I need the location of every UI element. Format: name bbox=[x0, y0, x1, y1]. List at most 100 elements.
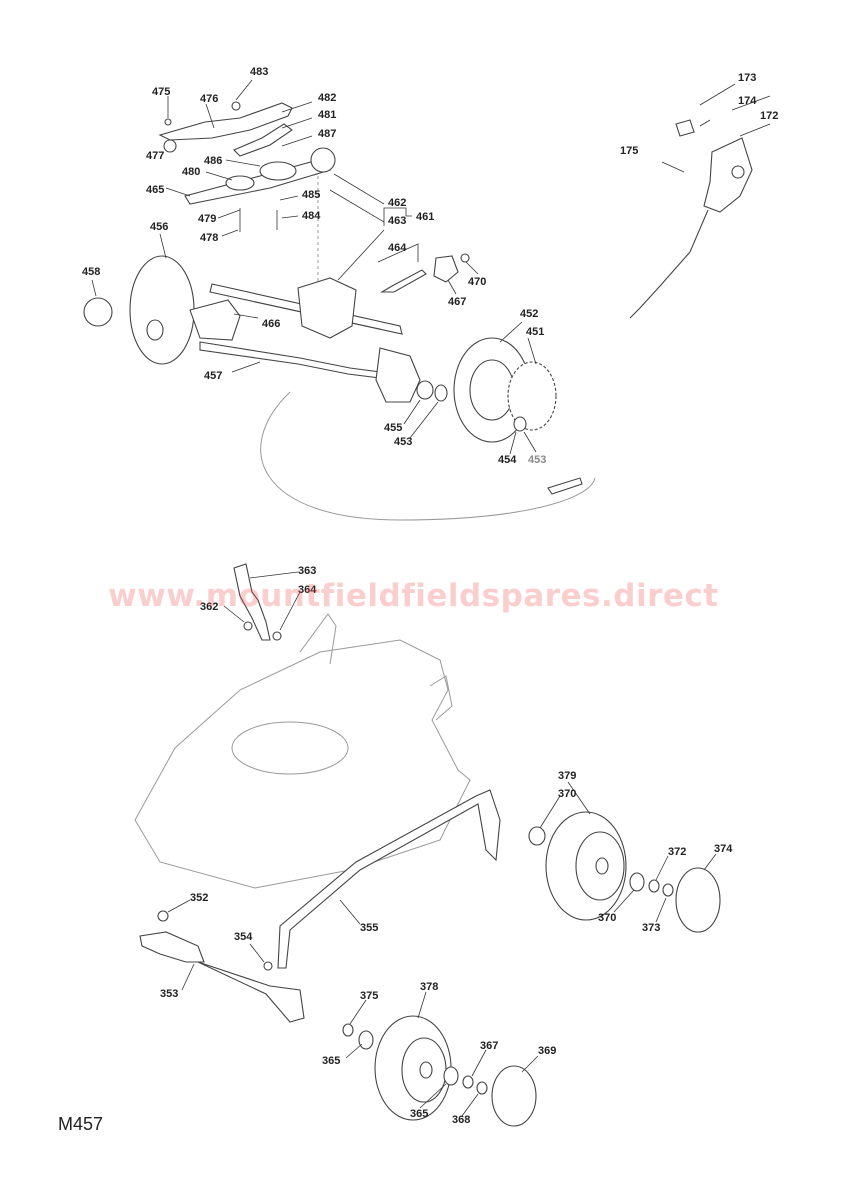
part-label-461: 461 bbox=[416, 211, 435, 223]
part-label-453: 453 bbox=[394, 436, 413, 448]
front-wheel-center bbox=[419, 1061, 433, 1079]
part-label-455: 455 bbox=[384, 422, 403, 434]
part-label-372: 372 bbox=[668, 846, 687, 858]
pivot-hole bbox=[731, 165, 745, 179]
pulley-480 bbox=[225, 175, 255, 191]
part-label-466: 466 bbox=[262, 318, 281, 330]
part-label-462: 462 bbox=[388, 197, 407, 209]
part-label-475: 475 bbox=[152, 86, 171, 98]
part-label-362: 362 bbox=[200, 601, 219, 613]
bracket-plate bbox=[158, 102, 293, 141]
nut-368 bbox=[476, 1081, 488, 1095]
control-lever-assembly bbox=[629, 83, 771, 319]
part-label-480: 480 bbox=[182, 166, 201, 178]
part-label-477: 477 bbox=[146, 150, 165, 162]
wheel-plate-hub bbox=[146, 319, 164, 341]
part-label-172: 172 bbox=[760, 110, 779, 122]
washer-372 bbox=[648, 879, 660, 893]
pinion-454 bbox=[513, 416, 527, 432]
rear-wheel-center bbox=[595, 857, 609, 875]
lever-rod-457 bbox=[199, 341, 381, 379]
part-label-370b: 370 bbox=[598, 912, 617, 924]
drive-cable bbox=[260, 391, 596, 521]
drive-assembly bbox=[83, 101, 596, 521]
link-rod-464 bbox=[380, 269, 427, 293]
rear-axle-355 bbox=[277, 789, 501, 969]
part-label-486: 486 bbox=[204, 155, 223, 167]
part-label-479: 479 bbox=[198, 213, 217, 225]
right-bracket bbox=[375, 347, 421, 403]
handle-lever-363 bbox=[233, 563, 271, 641]
part-label-364: 364 bbox=[298, 584, 317, 596]
part-label-175: 175 bbox=[620, 145, 639, 157]
part-label-467: 467 bbox=[448, 296, 467, 308]
part-label-464: 464 bbox=[388, 242, 407, 254]
bearing-370 bbox=[528, 826, 546, 846]
part-label-452: 452 bbox=[520, 308, 539, 320]
part-label-365b: 365 bbox=[410, 1108, 429, 1120]
cable-end bbox=[547, 477, 583, 495]
bearing-365b bbox=[443, 1066, 459, 1086]
part-label-369: 369 bbox=[538, 1045, 557, 1057]
part-label-458: 458 bbox=[82, 266, 101, 278]
bolt-475 bbox=[164, 118, 172, 126]
hubcap-369 bbox=[491, 1065, 537, 1127]
washer-375 bbox=[342, 1023, 354, 1037]
spring-353 bbox=[139, 931, 205, 963]
nut-352 bbox=[157, 910, 169, 922]
bush-453 bbox=[434, 384, 448, 402]
part-label-370: 370 bbox=[558, 788, 577, 800]
watermark: www.mountfieldfieldspares.direct bbox=[108, 578, 719, 614]
part-label-481: 481 bbox=[318, 109, 337, 121]
part-label-451: 451 bbox=[526, 326, 545, 338]
washer-367 bbox=[462, 1075, 474, 1089]
pulley-486 bbox=[259, 161, 297, 181]
pulley-487 bbox=[310, 147, 336, 173]
lever-cable bbox=[629, 209, 709, 319]
clip-467 bbox=[433, 255, 459, 283]
part-label-456: 456 bbox=[150, 221, 169, 233]
part-label-173: 173 bbox=[738, 72, 757, 84]
part-label-367: 367 bbox=[480, 1040, 499, 1052]
part-label-483: 483 bbox=[250, 66, 269, 78]
part-label-375: 375 bbox=[360, 990, 379, 1002]
part-label-465: 465 bbox=[146, 184, 165, 196]
clip-173 bbox=[675, 119, 695, 137]
leader-lines bbox=[91, 79, 717, 1117]
deck-motor-mount bbox=[231, 721, 349, 775]
part-label-378: 378 bbox=[420, 981, 439, 993]
bearing-365 bbox=[358, 1030, 374, 1050]
bolt-362 bbox=[243, 621, 253, 631]
wheel-plate-456 bbox=[129, 255, 195, 365]
part-label-482: 482 bbox=[318, 92, 337, 104]
diagram-code: M457 bbox=[58, 1114, 104, 1134]
gear-451 bbox=[507, 361, 557, 431]
bearing-370b bbox=[629, 872, 645, 892]
deck-assembly bbox=[134, 563, 721, 1127]
part-label-354: 354 bbox=[234, 931, 253, 943]
part-label-470: 470 bbox=[468, 276, 487, 288]
part-label-463: 463 bbox=[388, 215, 407, 227]
mower-deck bbox=[134, 639, 471, 889]
part-label-374: 374 bbox=[714, 843, 733, 855]
part-label-457: 457 bbox=[204, 370, 223, 382]
nut-477 bbox=[163, 139, 177, 153]
adjust-link bbox=[197, 961, 305, 1023]
part-label-373: 373 bbox=[642, 922, 661, 934]
nut-373 bbox=[662, 883, 674, 897]
nut-364 bbox=[272, 631, 282, 641]
part-label-454: 454 bbox=[498, 454, 517, 466]
lever-482 bbox=[233, 123, 293, 157]
left-bracket bbox=[189, 299, 241, 341]
part-label-174: 174 bbox=[738, 95, 757, 107]
bearing-458 bbox=[83, 297, 113, 327]
hubcap-374 bbox=[675, 867, 721, 933]
lever-housing-172 bbox=[703, 137, 753, 213]
part-label-353: 353 bbox=[160, 988, 179, 1000]
part-label-363: 363 bbox=[298, 565, 317, 577]
part-label-379: 379 bbox=[558, 770, 577, 782]
part-label-365: 365 bbox=[322, 1055, 341, 1067]
nut-483 bbox=[231, 101, 241, 111]
part-label-352: 352 bbox=[190, 892, 209, 904]
